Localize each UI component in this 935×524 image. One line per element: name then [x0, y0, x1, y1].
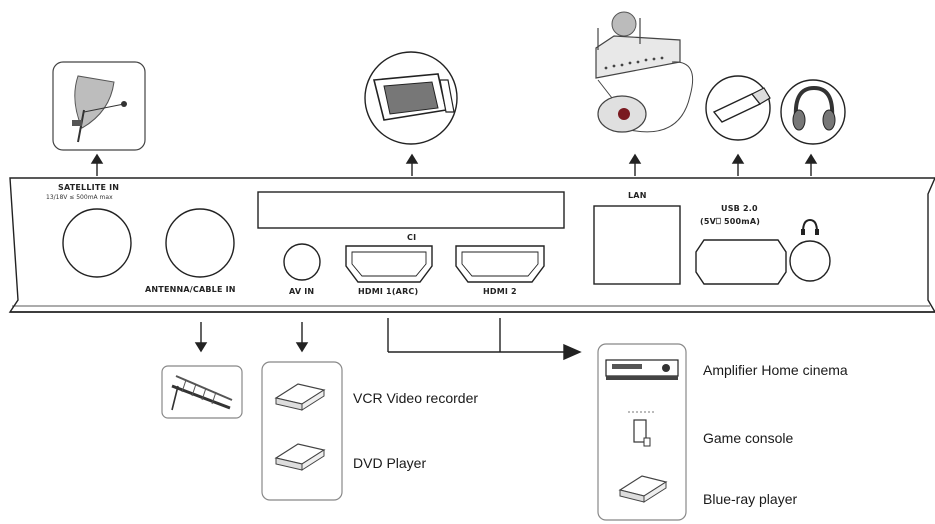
hdmi2-label: HDMI 2 — [483, 287, 517, 296]
usb-stick-icon — [712, 87, 771, 123]
antenna-port — [165, 208, 235, 278]
amplifier-label: Amplifier Home cinema — [703, 362, 848, 378]
satellite-dish-icon — [72, 75, 127, 143]
headphones-circle — [780, 79, 846, 145]
antenna-cable-in-label: ANTENNA/CABLE IN — [145, 285, 236, 294]
usb-stick-circle — [705, 75, 771, 141]
hdmi2-port — [455, 245, 545, 283]
router-icon — [595, 11, 694, 133]
headphones-icon — [792, 85, 836, 131]
amplifier-icon — [605, 359, 679, 380]
vcr-icon — [274, 383, 326, 411]
av-in-label: AV IN — [289, 287, 315, 296]
usb-label-line1: USB 2.0 — [721, 204, 758, 213]
antenna-box — [161, 365, 243, 419]
ci-label: CI — [407, 233, 417, 242]
lan-port — [593, 205, 681, 285]
headphone-port — [789, 240, 831, 282]
headphone-symbol-icon — [802, 218, 818, 233]
av-in-port — [283, 243, 321, 281]
ci-card-circle — [364, 51, 458, 145]
bluray-icon — [618, 475, 668, 503]
satellite-in-label: SATELLITE IN — [58, 183, 120, 192]
hdmi1-port — [345, 245, 433, 283]
up-arrows — [90, 153, 818, 176]
down-arrows — [194, 322, 309, 353]
lan-label: LAN — [628, 191, 647, 200]
satellite-box — [52, 61, 146, 151]
ci-card-icon — [372, 73, 455, 121]
tv-rear-panel — [8, 177, 935, 313]
bluray-label: Blue-ray player — [703, 491, 798, 507]
game-console-label: Game console — [703, 430, 794, 446]
av-devices-box — [261, 361, 343, 501]
hdmi-devices-box — [597, 343, 687, 521]
satellite-port — [62, 208, 132, 278]
hdmi-connection-line — [387, 318, 582, 361]
satellite-spec-label: 13/18V ≤ 500mA max — [46, 194, 113, 201]
hdmi1-label: HDMI 1(ARC) — [358, 287, 419, 296]
usb-port — [695, 239, 787, 285]
game-console-icon — [628, 411, 656, 447]
vcr-label: VCR Video recorder — [353, 390, 479, 406]
dvd-label: DVD Player — [353, 455, 427, 471]
usb-label-line2: (5V⎕ 500mA) — [700, 217, 761, 226]
antenna-icon — [171, 375, 233, 411]
dvd-icon — [274, 443, 326, 471]
ci-slot — [257, 191, 565, 229]
